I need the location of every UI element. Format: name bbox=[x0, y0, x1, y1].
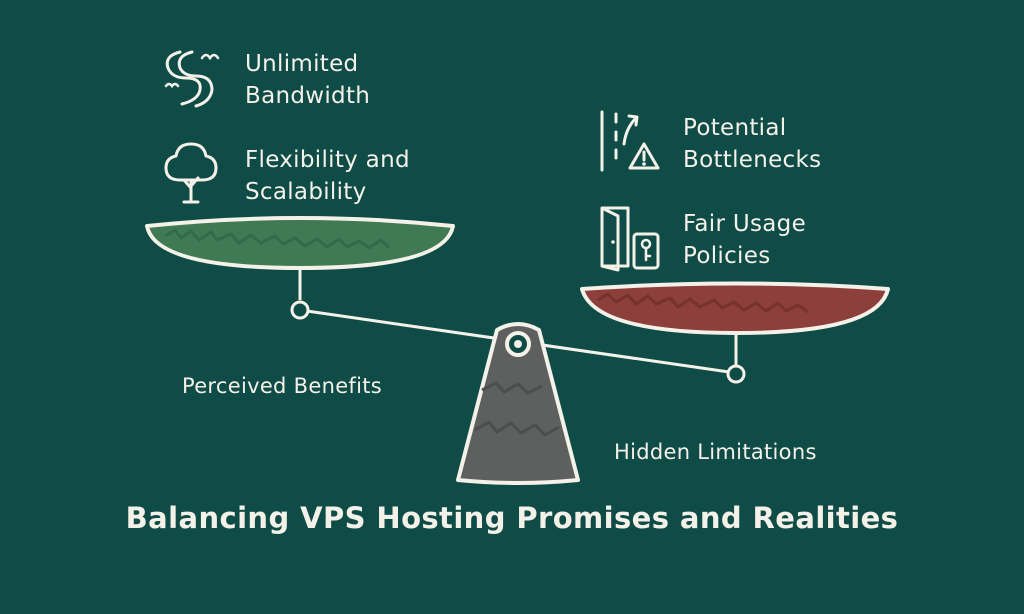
hidden-limitations-label: Hidden Limitations bbox=[614, 440, 817, 464]
river-icon bbox=[160, 48, 226, 108]
fulcrum bbox=[456, 322, 580, 485]
right-pan bbox=[580, 281, 890, 384]
item-flexibility-scalability: Flexibility and Scalability bbox=[245, 147, 410, 205]
perceived-benefits-label: Perceived Benefits bbox=[182, 374, 383, 398]
diagram-title: Balancing VPS Hosting Promises and Reali… bbox=[125, 501, 899, 535]
item-unlimited-bandwidth: Unlimited Bandwidth bbox=[245, 51, 371, 109]
item-fair-usage-policies: Fair Usage Policies bbox=[683, 211, 807, 269]
door-key-icon bbox=[598, 204, 664, 272]
road-warning-icon bbox=[596, 108, 662, 174]
item-potential-bottlenecks: Potential Bottlenecks bbox=[683, 115, 822, 173]
tree-icon bbox=[160, 140, 222, 206]
left-pan bbox=[145, 216, 455, 320]
